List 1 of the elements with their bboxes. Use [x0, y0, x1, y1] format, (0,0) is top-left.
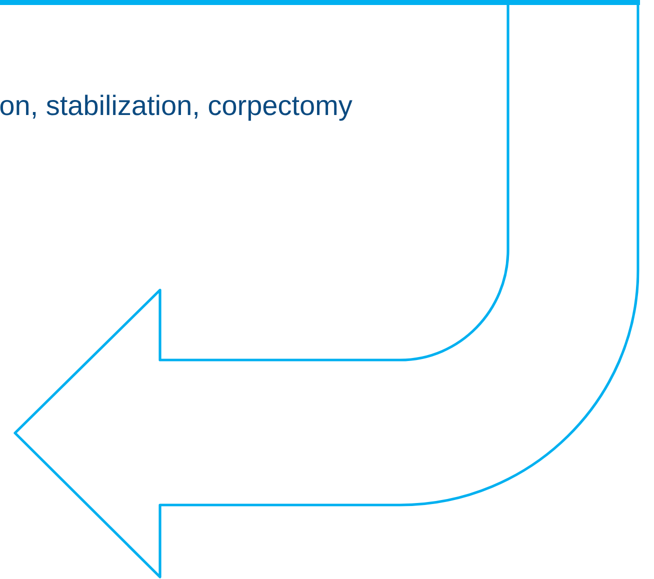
- body-text: on, stabilization, corpectomy: [0, 94, 352, 121]
